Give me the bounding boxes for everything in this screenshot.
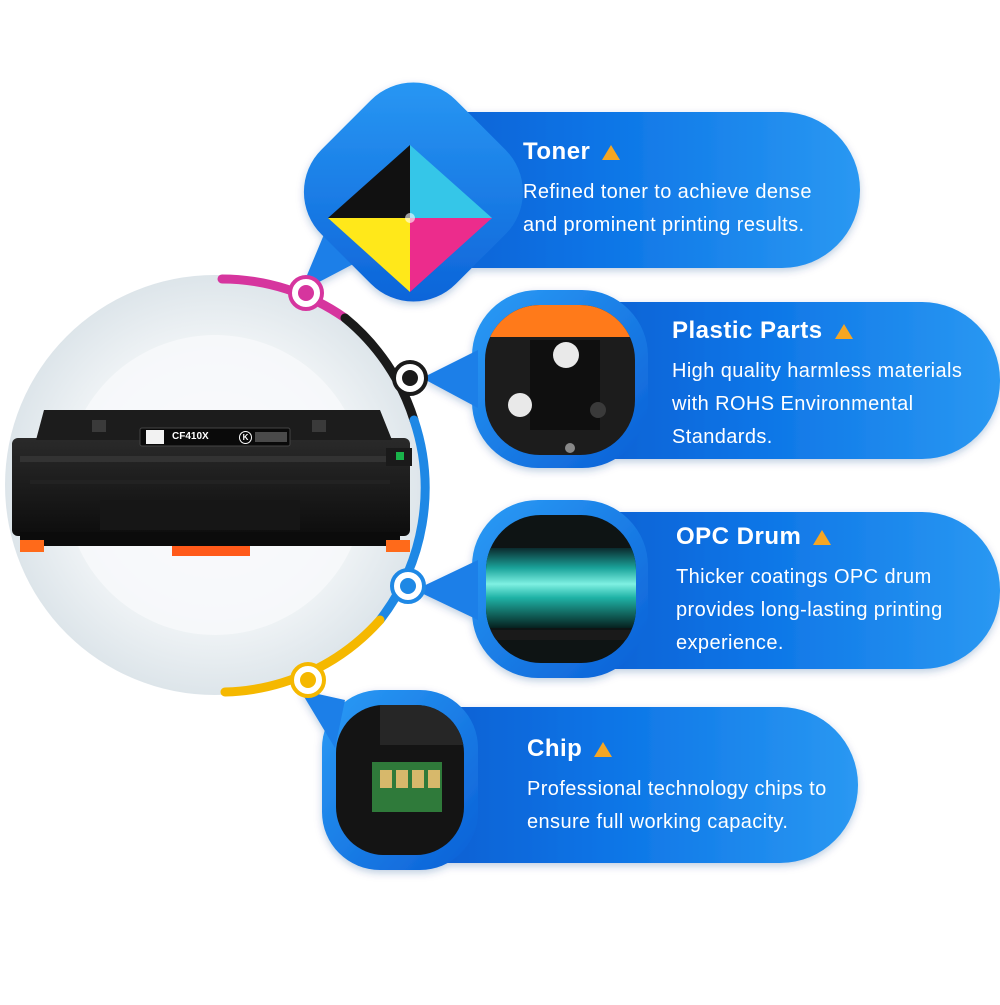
feature-drum-line: provides long-lasting printing [676, 599, 943, 621]
feature-chip-title-row: Chip [527, 735, 827, 763]
feature-toner-title-row: Toner [523, 138, 812, 166]
feature-chip-desc: Professional technology chips to ensure … [527, 773, 827, 839]
triangle-up-icon [834, 323, 853, 339]
feature-drum-line: experience. [676, 632, 784, 654]
feature-chip: Chip Professional technology chips to en… [527, 735, 827, 839]
feature-drum-title-row: OPC Drum [676, 523, 943, 551]
cartridge-color-code: K [239, 431, 252, 444]
feature-toner: Toner Refined toner to achieve dense and… [523, 138, 812, 242]
feature-chip-title: Chip [527, 735, 583, 762]
feature-toner-line: and prominent printing results. [523, 214, 805, 236]
feature-plastic-title: Plastic Parts [672, 317, 823, 344]
feature-drum-line: Thicker coatings OPC drum [676, 566, 932, 588]
triangle-up-icon [813, 529, 832, 545]
feature-toner-desc: Refined toner to achieve dense and promi… [523, 176, 812, 242]
plastic-parts-icon [485, 305, 635, 455]
feature-chip-line: Professional technology chips to [527, 778, 827, 800]
chip-icon [336, 705, 464, 855]
feature-drum: OPC Drum Thicker coatings OPC drum provi… [676, 523, 943, 660]
timeline-dots [288, 275, 428, 698]
feature-toner-title: Toner [523, 138, 591, 165]
triangle-up-icon [594, 741, 613, 757]
feature-plastic: Plastic Parts High quality harmless mate… [672, 317, 962, 454]
feature-plastic-line: High quality harmless materials [672, 360, 963, 382]
feature-toner-line: Refined toner to achieve dense [523, 181, 812, 203]
opc-drum-icon [486, 515, 636, 663]
feature-chip-line: ensure full working capacity. [527, 811, 789, 833]
cartridge-model-label: CF410X [172, 431, 209, 442]
feature-drum-desc: Thicker coatings OPC drum provides long-… [676, 561, 943, 660]
toner-cartridge-image [12, 410, 412, 556]
feature-plastic-line: Standards. [672, 426, 773, 448]
feature-plastic-title-row: Plastic Parts [672, 317, 962, 345]
feature-drum-title: OPC Drum [676, 523, 802, 550]
feature-plastic-line: with ROHS Environmental [672, 393, 914, 415]
feature-plastic-desc: High quality harmless materials with ROH… [672, 355, 962, 454]
triangle-up-icon [602, 144, 621, 160]
